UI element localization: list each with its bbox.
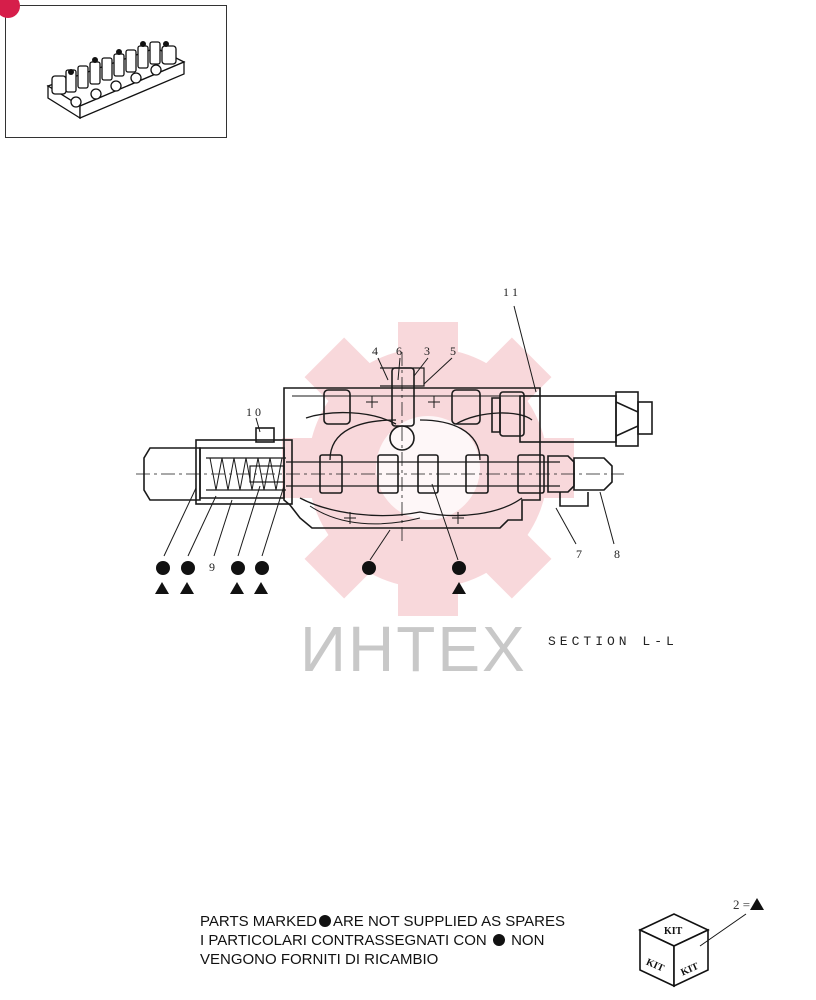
note-line-2: I PARTICOLARI CONTRASSEGNATI CON NON — [200, 932, 545, 949]
leader-ball-6 — [431, 483, 459, 561]
watermark-text: ИНТЕХ — [300, 613, 527, 685]
relief-cartridge-11 — [519, 395, 617, 443]
leader-ball-4 — [261, 485, 285, 557]
kit-legend-sign: = — [742, 897, 751, 912]
leader-10 — [255, 417, 261, 433]
leader-8 — [599, 491, 615, 545]
leader-ball-5 — [369, 529, 391, 561]
kit-cube-icon — [638, 913, 710, 988]
spring-housing — [195, 439, 293, 505]
check-poppet-6 — [391, 367, 415, 427]
not-supplied-dot-icon — [156, 561, 170, 575]
not-supplied-dot-icon — [492, 934, 505, 946]
return-spring — [209, 457, 283, 491]
kit-triangle-icon — [230, 582, 244, 594]
not-supplied-dot-icon — [255, 561, 269, 575]
port-b — [451, 389, 481, 425]
kit-triangle-icon — [452, 582, 466, 594]
callout-10: 1 0 — [246, 405, 261, 419]
kit-label-top: KIT — [664, 926, 683, 937]
not-supplied-dot-icon — [362, 561, 376, 575]
leader-ball-2 — [187, 495, 217, 557]
leader-11 — [513, 305, 537, 393]
leader-3 — [413, 357, 429, 377]
leader-6 — [397, 357, 401, 381]
not-supplied-dot-icon — [231, 561, 245, 575]
page-marker-badge — [0, 0, 20, 18]
not-supplied-dot-icon — [181, 561, 195, 575]
callout-5: 5 — [450, 344, 456, 358]
callout-9: 9 — [209, 560, 215, 574]
leader-5 — [423, 357, 453, 385]
callout-6: 6 — [396, 344, 402, 358]
callout-3: 3 — [424, 344, 430, 358]
kit-triangle-icon — [155, 582, 169, 594]
kit-triangle-icon — [180, 582, 194, 594]
callout-11: 1 1 — [503, 285, 518, 299]
kit-leader — [699, 913, 747, 947]
port-a — [323, 389, 351, 425]
kit-legend: 2 = — [733, 897, 765, 913]
kit-legend-number: 2 — [733, 897, 740, 912]
check-ball — [389, 425, 415, 451]
leader-ball-1 — [163, 487, 197, 557]
valve-assembly-thumbnail-drawing — [46, 41, 186, 120]
note-line-3: VENGONO FORNITI DI RICAMBIO — [200, 951, 439, 968]
leader-ball-3 — [237, 485, 261, 557]
not-supplied-dot-icon — [452, 561, 466, 575]
kit-triangle-icon — [254, 582, 268, 594]
leader-9 — [213, 499, 233, 557]
callout-4: 4 — [372, 344, 378, 358]
end-fitting-8 — [573, 457, 613, 491]
leader-4 — [377, 357, 389, 381]
section-label: SECTION L-L — [548, 634, 678, 649]
leader-7 — [555, 507, 577, 545]
callout-8: 8 — [614, 547, 620, 561]
callout-7: 7 — [576, 547, 582, 561]
plug-10 — [255, 427, 275, 443]
spool — [286, 461, 560, 487]
assembly-thumbnail[interactable] — [0, 0, 227, 138]
kit-triangle-icon — [750, 898, 765, 910]
not-supplied-dot-icon — [318, 915, 331, 927]
